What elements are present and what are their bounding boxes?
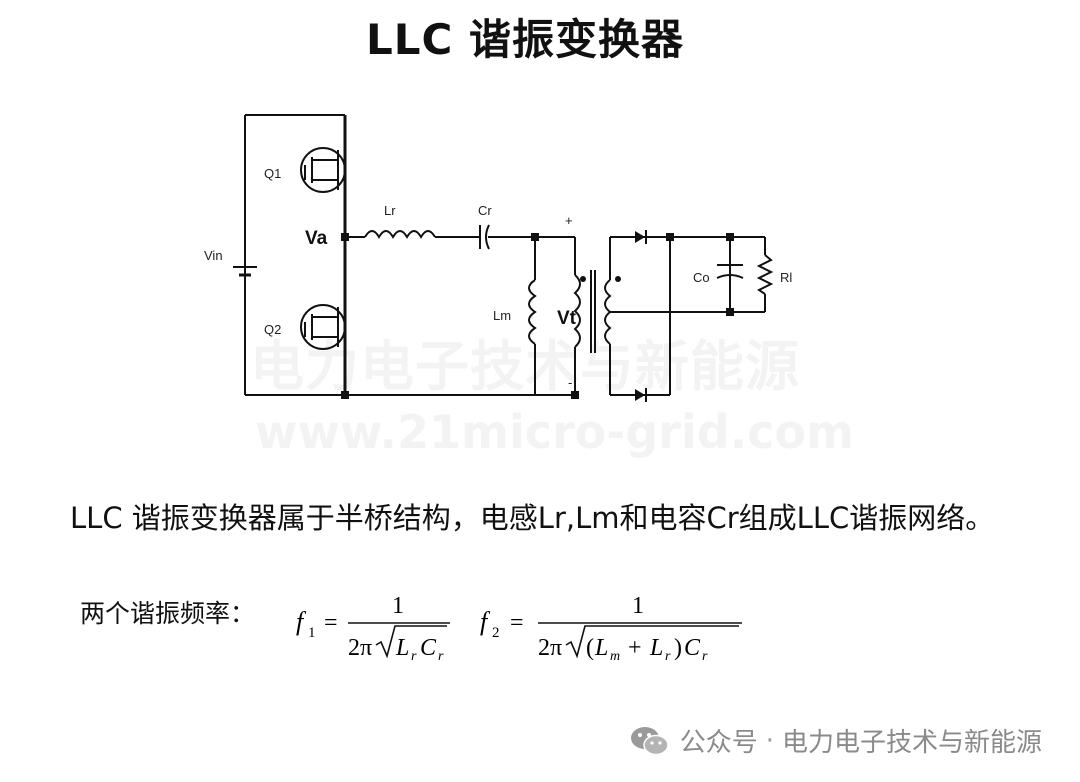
rl-label: Rl <box>780 270 792 285</box>
page-title: LLC 谐振变换器 <box>366 15 684 64</box>
q2-label: Q2 <box>264 322 281 337</box>
f2-subscript: 2 <box>492 625 500 641</box>
f2-den-lm-sub: m <box>610 649 620 664</box>
footer-attribution: 公众号 · 电力电子技术与新能源 <box>628 722 1042 759</box>
co-label: Co <box>693 270 710 285</box>
footer-separator: · <box>765 725 774 756</box>
f1-symbol: f <box>296 607 307 636</box>
f2-den-lr-sub: r <box>665 649 671 664</box>
minus-sign: - <box>568 375 572 390</box>
f1-den-l-sub: r <box>411 649 417 664</box>
frequency-label: 两个谐振频率： <box>80 599 256 628</box>
vt-label: Vt <box>557 308 577 329</box>
f2-equals: = <box>510 610 524 636</box>
f1-den-c: C <box>420 635 437 661</box>
f2-plus: + <box>628 635 642 661</box>
plus-sign: + <box>565 213 573 228</box>
cr-label: Cr <box>478 203 492 218</box>
lr-label: Lr <box>384 203 396 218</box>
f2-open-paren: ( <box>586 635 594 661</box>
llc-circuit-diagram: Q1 Q2 Vin Va Lr Cr Lm Vt Co Rl + - <box>204 114 792 402</box>
f2-den-lm: L <box>594 635 608 661</box>
rectifier-diodes <box>635 230 647 402</box>
watermark-text: 电力电子技术与新能源 <box>250 335 800 398</box>
description-text: LLC 谐振变换器属于半桥结构，电感Lr,Lm和电容Cr组成LLC谐振网络。 <box>70 501 995 535</box>
q1-label: Q1 <box>264 166 281 181</box>
f2-symbol: f <box>480 607 491 636</box>
formula-f2: f 2 = 1 2π ( L m + L r ) C r <box>480 593 742 664</box>
junction-dots <box>341 233 734 399</box>
formula-f1: f 1 = 1 2π L r C r <box>296 593 450 664</box>
footer-account: 电力电子技术与新能源 <box>781 728 1042 758</box>
footer-prefix: 公众号 <box>679 728 758 758</box>
f2-close-paren: ) <box>674 635 682 661</box>
f2-den-c-sub: r <box>702 649 708 664</box>
circuit-wires <box>233 114 774 396</box>
f2-den-lr: L <box>649 635 663 661</box>
resonant-frequency-formulas: f 1 = 1 2π L r C r f 2 = 1 2π ( L m + L … <box>296 593 742 664</box>
wechat-icon <box>630 726 669 755</box>
f1-den-c-sub: r <box>438 649 444 664</box>
va-label: Va <box>305 228 328 249</box>
f2-numerator: 1 <box>632 593 644 619</box>
f1-numerator: 1 <box>392 593 404 619</box>
f1-den-coef: 2π <box>348 635 372 661</box>
lm-label: Lm <box>493 308 511 323</box>
f2-den-coef: 2π <box>538 635 562 661</box>
f1-subscript: 1 <box>308 625 316 641</box>
f2-den-c: C <box>684 635 701 661</box>
watermark-url: www.21micro-grid.com <box>255 405 854 459</box>
f1-equals: = <box>324 610 338 636</box>
f1-den-l: L <box>395 635 409 661</box>
vin-label: Vin <box>204 248 223 263</box>
